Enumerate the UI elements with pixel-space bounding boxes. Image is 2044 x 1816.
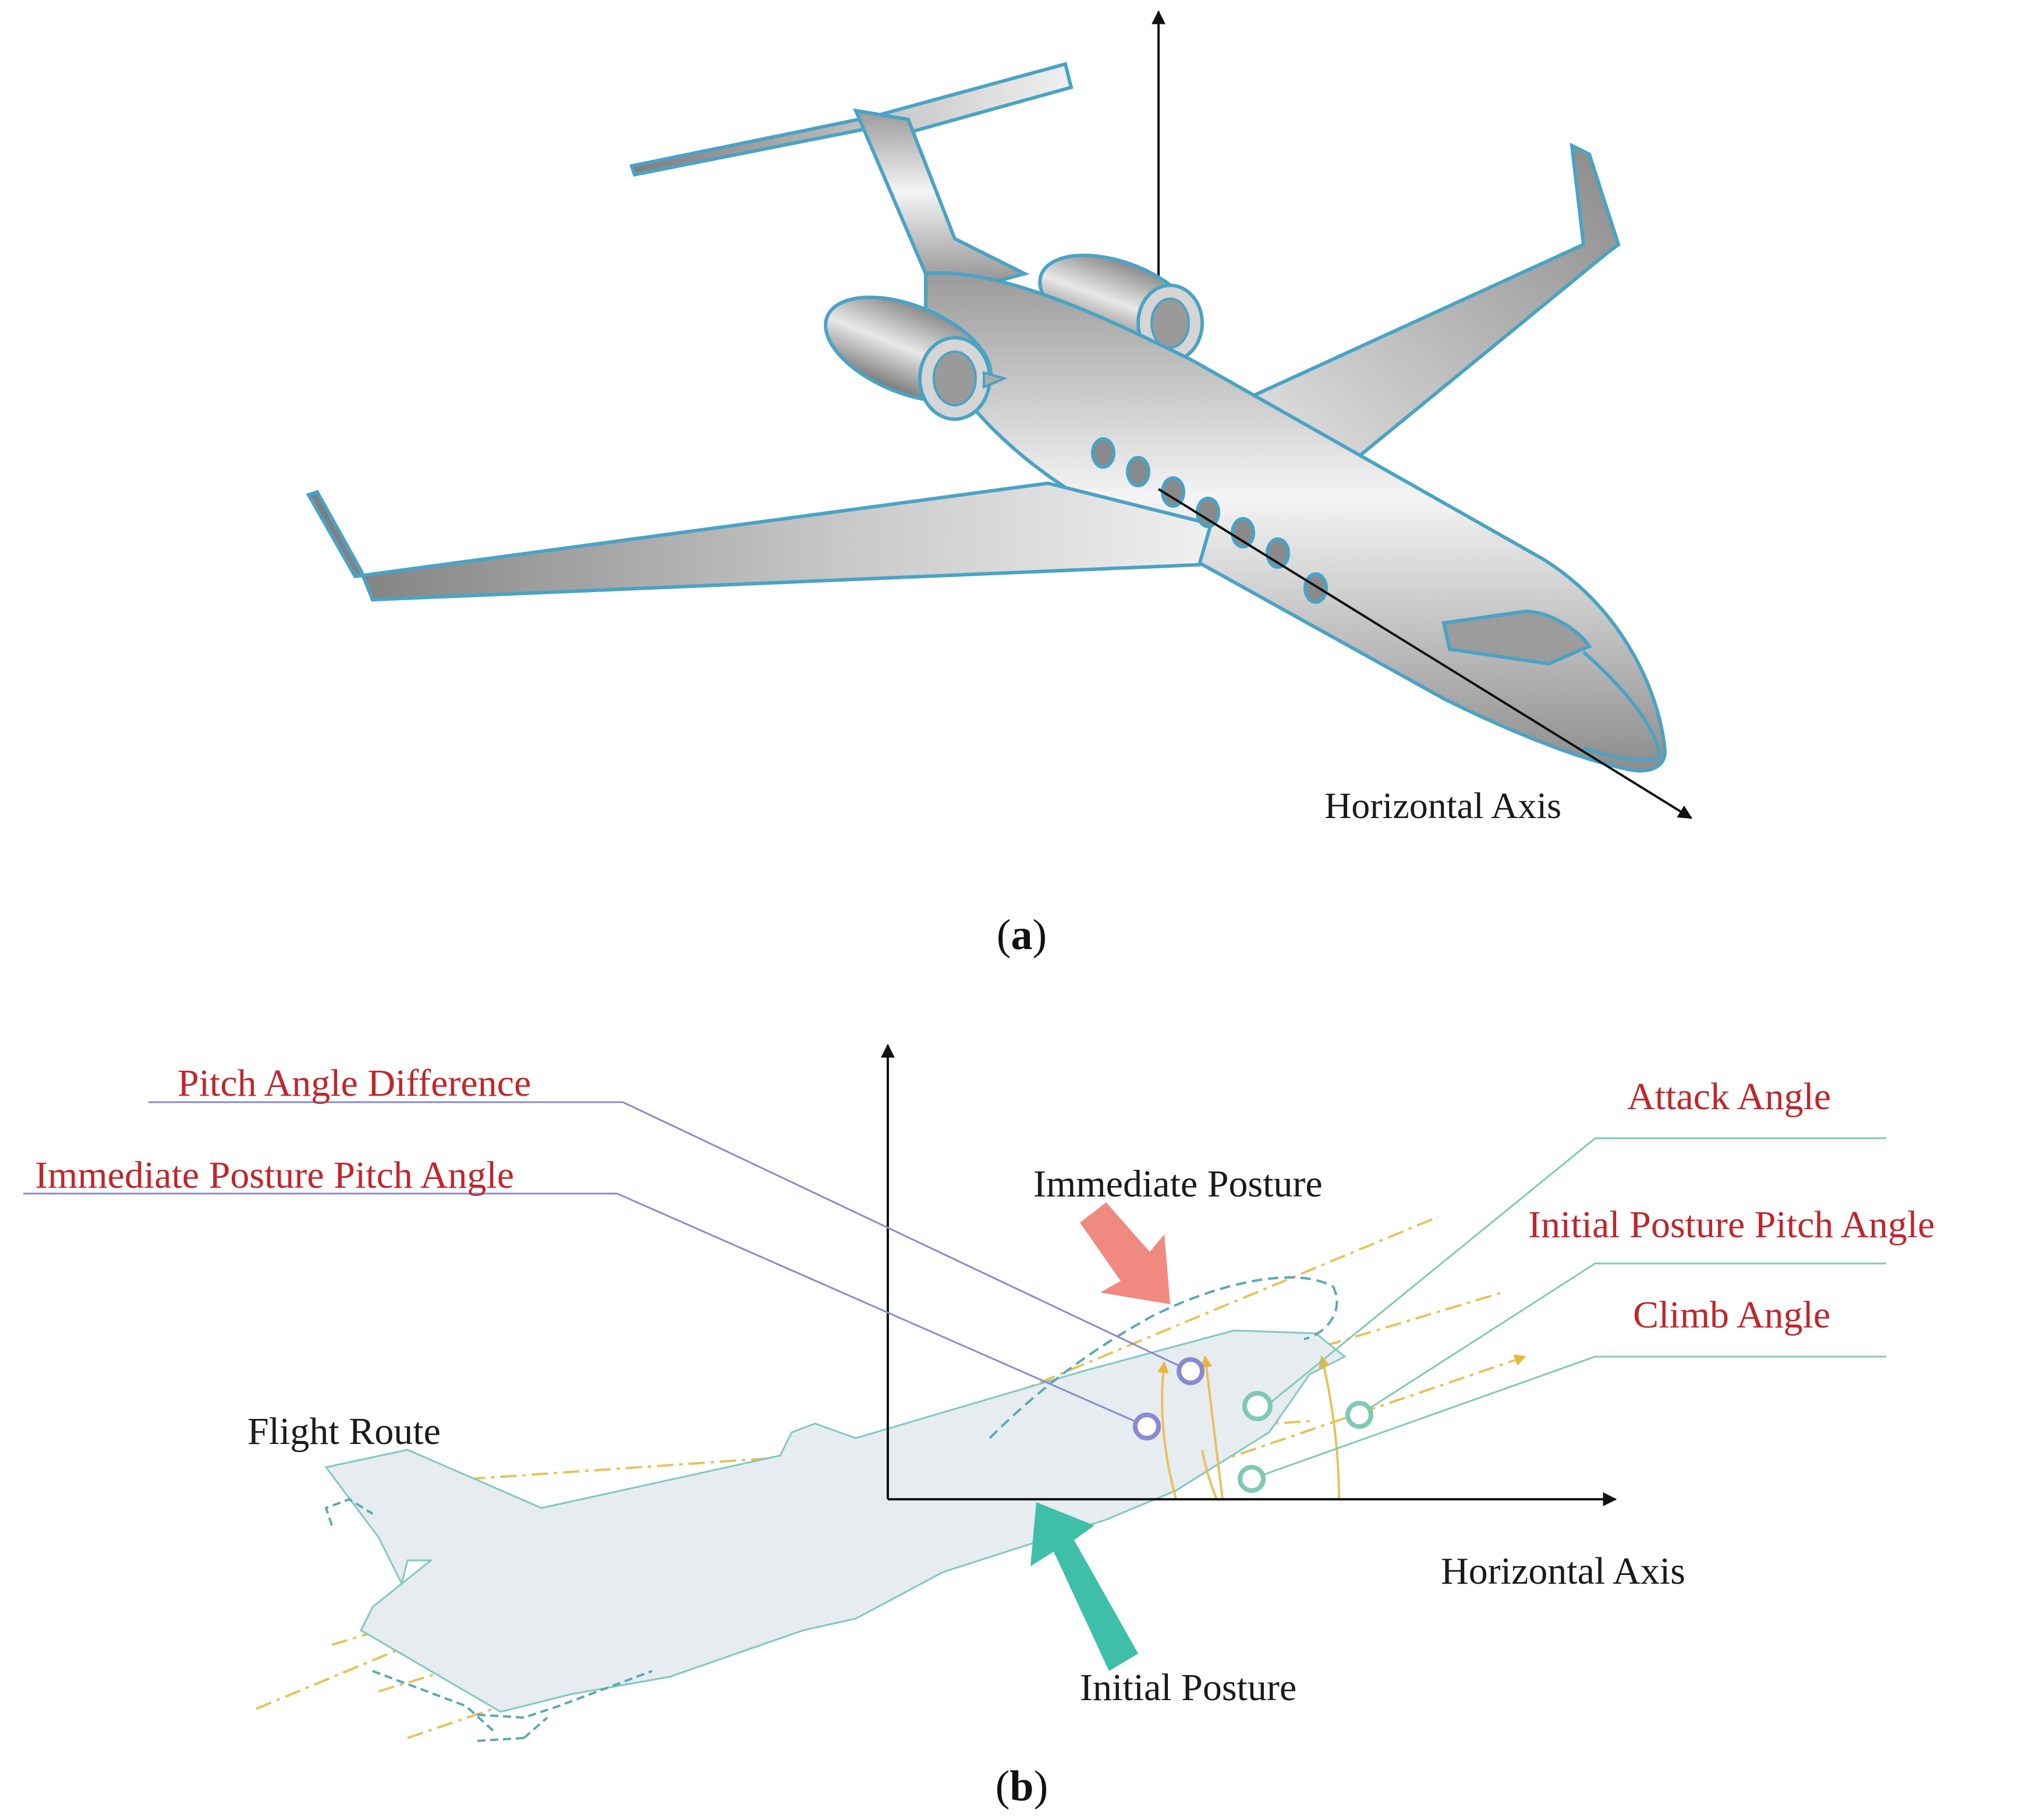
horizontal-axis-label-a: Horizontal Axis [1324,785,1561,826]
panel-b-labels: Pitch Angle Difference Immediate Posture… [35,1062,1935,1709]
marker-pitch-angle-difference [1177,1357,1205,1385]
initial-posture-silhouette [324,1329,1347,1713]
jet-near-wing [306,481,1213,602]
marker-attack-angle [1242,1391,1273,1421]
initial-posture-dashed-parts [324,1498,653,1742]
marker-immediate-posture-pitch [1133,1413,1161,1440]
jet-horizontal-stabilizer [629,62,1074,177]
caption-b: (b) [996,1762,1048,1810]
label-pitch-angle-difference: Pitch Angle Difference [178,1062,531,1105]
jet-nose-cone [1582,650,1662,762]
jet-far-wing [1237,142,1621,480]
leader-lines [23,1101,1886,1480]
marker-climb-angle [1238,1465,1266,1493]
panel-b-pitch-diagram: Pitch Angle Difference Immediate Posture… [23,1043,1935,1810]
panel-a-jet-3d: Horizontal Axis (a) [306,10,1693,959]
label-initial-posture-pitch-angle: Initial Posture Pitch Angle [1528,1203,1935,1246]
label-climb-angle: Climb Angle [1633,1294,1830,1336]
annotation-markers [1133,1357,1373,1493]
jet-near-engine [824,295,1008,421]
horizontal-axis-a [1157,488,1693,819]
jet-vertical-tail [853,108,1030,293]
label-flight-route: Flight Route [247,1410,441,1453]
label-horizontal-axis-b: Horizontal Axis [1441,1550,1685,1592]
label-initial-posture: Initial Posture [1080,1666,1296,1709]
immediate-posture-outline [989,1276,1338,1439]
immediate-posture-arrow [1080,1202,1170,1304]
label-attack-angle: Attack Angle [1627,1075,1831,1118]
initial-posture-arrow [1030,1502,1138,1671]
caption-a: (a) [997,911,1047,959]
jet-cockpit-window [1441,609,1592,666]
angle-arcs [1157,1355,1340,1500]
label-immediate-posture-pitch-angle: Immediate Posture Pitch Angle [35,1154,514,1196]
label-immediate-posture: Immediate Posture [1033,1163,1323,1205]
marker-initial-posture-pitch [1345,1401,1373,1429]
